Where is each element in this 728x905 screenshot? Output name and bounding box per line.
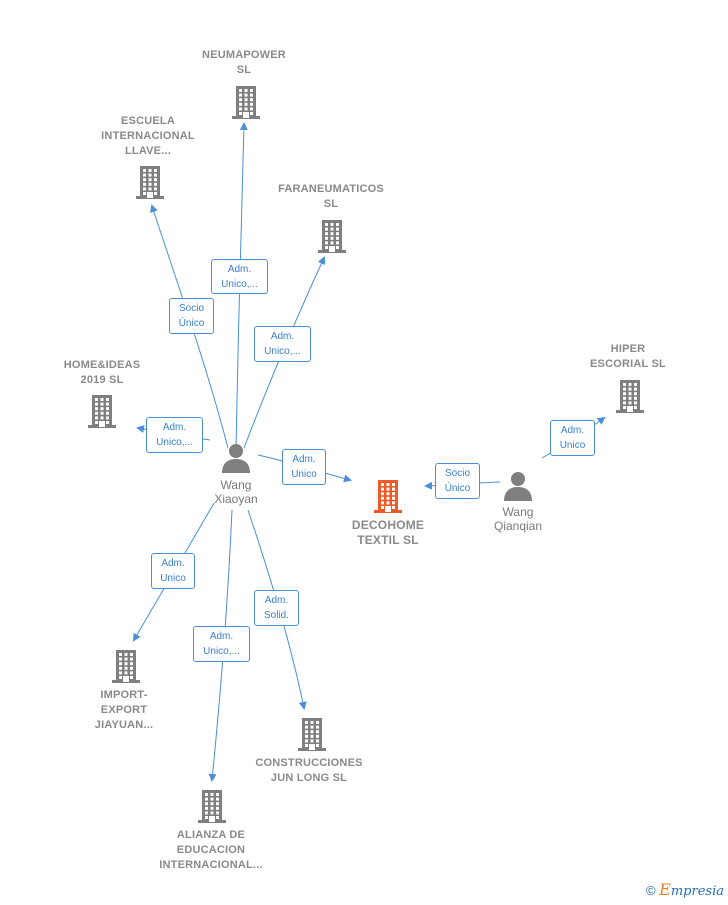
edge-label-construcciones: Adm. Solid. [254, 590, 299, 626]
person-label-wang-qianqian[interactable]: Wang Qianqian [493, 505, 543, 533]
company-label-alianza[interactable]: ALIANZA DE EDUCACION INTERNACIONAL... [159, 829, 263, 871]
building-icon[interactable] [86, 393, 118, 429]
edge-label-homeideas: Adm. Unico,... [146, 417, 203, 453]
brand-initial: E [659, 880, 671, 899]
company-label-homeideas[interactable]: HOME&IDEAS 2019 SL [63, 359, 141, 386]
company-label-decohome[interactable]: DECOHOME TEXTIL SL [351, 518, 425, 547]
edge-label-hiper: Adm. Unico [550, 420, 595, 456]
building-icon[interactable] [614, 378, 646, 414]
building-icon[interactable] [196, 788, 228, 824]
person-icon[interactable] [220, 442, 252, 474]
building-icon[interactable] [316, 218, 348, 254]
building-icon-main[interactable] [372, 478, 404, 514]
building-icon[interactable] [230, 84, 262, 120]
person-icon[interactable] [502, 470, 534, 502]
edge-label-decohome-xiaoyan: Adm. Unico [282, 449, 326, 485]
building-icon[interactable] [134, 164, 166, 200]
company-label-faraneumaticos[interactable]: FARANEUMATICOS SL [278, 183, 384, 210]
person-label-wang-xiaoyan[interactable]: Wang Xiaoyan [214, 478, 258, 506]
edge-label-decohome-qianqian: Socio Único [435, 463, 480, 499]
building-icon[interactable] [110, 648, 142, 684]
company-label-hiper[interactable]: HIPER ESCORIAL SL [590, 343, 666, 370]
edge-label-alianza: Adm. Unico,... [193, 626, 250, 662]
building-icon[interactable] [296, 716, 328, 752]
edge-label-neumapower: Adm. Unico,... [211, 259, 268, 294]
copyright-icon: © [645, 883, 656, 898]
company-label-escuela[interactable]: ESCUELA INTERNACIONAL LLAVE... [101, 115, 195, 157]
company-label-importexport[interactable]: IMPORT- EXPORT JIAYUAN... [94, 689, 154, 731]
company-label-construcciones[interactable]: CONSTRUCCIONES JUN LONG SL [255, 757, 363, 784]
edge-label-importexport: Adm. Unico [151, 553, 195, 589]
empresia-logo: © Empresia [646, 880, 724, 899]
edge-label-escuela: Socio Único [169, 298, 214, 334]
edge-label-faraneumaticos: Adm. Unico,... [254, 326, 311, 362]
brand-name: mpresia [670, 884, 724, 899]
company-label-neumapower[interactable]: NEUMAPOWER SL [202, 49, 286, 76]
